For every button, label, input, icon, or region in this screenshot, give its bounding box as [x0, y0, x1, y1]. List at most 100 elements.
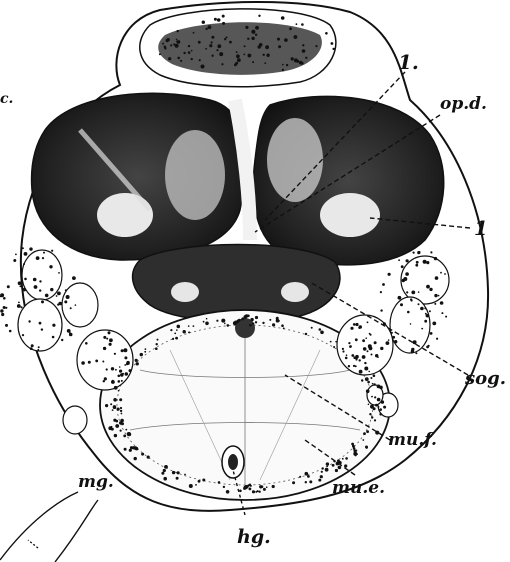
- stipple-dot: [49, 265, 52, 268]
- stipple-dot: [104, 377, 107, 380]
- stipple-dot: [283, 327, 285, 329]
- stipple-dot: [28, 320, 30, 322]
- stipple-dot: [281, 16, 285, 20]
- stipple-dot: [418, 303, 420, 305]
- stipple-dot: [105, 404, 108, 407]
- stipple-dot: [305, 57, 307, 59]
- stipple-dot: [265, 45, 269, 49]
- stipple-dot: [264, 62, 266, 64]
- stipple-dot: [294, 35, 298, 39]
- stipple-dot: [216, 320, 218, 322]
- stipple-dot: [262, 322, 264, 324]
- stipple-dot: [69, 333, 73, 337]
- stipple-dot: [383, 406, 386, 409]
- stipple-dot: [441, 312, 443, 314]
- stipple-dot: [379, 408, 382, 411]
- stipple-dot: [111, 367, 114, 370]
- stipple-dot: [348, 365, 350, 367]
- stipple-dot: [366, 430, 369, 433]
- stipple-dot: [189, 484, 193, 488]
- stipple-dot: [18, 302, 20, 304]
- stipple-dot: [284, 38, 288, 42]
- stipple-dot: [114, 353, 116, 355]
- stipple-dot: [50, 288, 53, 291]
- stipple-dot: [263, 488, 266, 491]
- stipple-dot: [3, 297, 6, 300]
- stipple-dot: [302, 44, 304, 46]
- stipple-dot: [277, 317, 279, 319]
- stipple-dot: [255, 321, 257, 323]
- stipple-dot: [113, 398, 117, 402]
- stipple-dot: [251, 30, 255, 34]
- stipple-dot: [252, 490, 255, 493]
- stipple-dot: [168, 57, 171, 60]
- stipple-dot: [372, 383, 374, 385]
- stipple-dot: [23, 263, 25, 265]
- stipple-dot: [201, 65, 205, 69]
- stipple-dot: [272, 485, 275, 488]
- stipple-dot: [22, 247, 24, 249]
- stipple-dot: [66, 295, 70, 299]
- stipple-dot: [188, 325, 190, 327]
- stipple-dot: [355, 338, 358, 341]
- stipple-dot: [369, 347, 373, 351]
- stipple-dot: [170, 44, 172, 46]
- stipple-dot: [113, 419, 116, 422]
- stipple-dot: [188, 45, 190, 47]
- stipple-dot: [379, 413, 382, 416]
- stipple-dot: [426, 346, 429, 349]
- stipple-dot: [378, 399, 380, 401]
- stipple-dot: [42, 257, 44, 259]
- stipple-dot: [45, 294, 49, 298]
- stipple-dot: [224, 323, 226, 325]
- stipple-dot: [426, 261, 429, 264]
- stipple-dot: [141, 453, 144, 456]
- stipple-dot: [296, 60, 299, 63]
- stipple-dot: [415, 264, 418, 267]
- stipple-dot: [245, 314, 248, 317]
- stipple-dot: [145, 348, 147, 350]
- stipple-dot: [368, 404, 370, 406]
- stipple-dot: [277, 38, 280, 41]
- stipple-dot: [103, 336, 106, 339]
- stipple-dot: [123, 348, 127, 352]
- stipple-dot: [272, 323, 275, 326]
- stipple-dot: [0, 309, 3, 312]
- stipple-dot: [216, 49, 218, 51]
- stipple-dot: [250, 485, 252, 487]
- stipple-dot: [371, 416, 373, 418]
- stipple-dot: [311, 327, 313, 329]
- stipple-dot: [418, 291, 420, 293]
- stipple-dot: [355, 454, 357, 456]
- stipple-dot: [52, 324, 55, 327]
- stipple-dot: [157, 339, 159, 341]
- stipple-dot: [221, 63, 223, 65]
- stipple-dot: [445, 316, 447, 318]
- stipple-dot: [364, 362, 366, 364]
- stipple-dot: [243, 54, 245, 56]
- stipple-dot: [174, 333, 176, 335]
- label-hg: hg.: [237, 528, 271, 547]
- stipple-dot: [434, 257, 437, 260]
- stipple-dot: [198, 480, 201, 483]
- stipple-dot: [205, 322, 209, 326]
- stipple-dot: [155, 347, 158, 350]
- stipple-dot: [406, 259, 409, 262]
- stipple-dot: [338, 466, 342, 470]
- stipple-dot: [199, 59, 201, 61]
- stipple-dot: [132, 446, 135, 449]
- stipple-dot: [365, 337, 367, 339]
- stipple-dot: [321, 471, 323, 473]
- stipple-dot: [163, 477, 167, 481]
- stipple-dot: [299, 476, 301, 478]
- stipple-dot: [217, 44, 221, 48]
- stipple-dot: [370, 405, 374, 409]
- label-mg: mg.: [78, 474, 114, 491]
- stipple-dot: [218, 481, 221, 484]
- stipple-dot: [208, 25, 212, 29]
- stipple-dot: [56, 295, 58, 297]
- stipple-dot: [17, 304, 21, 308]
- stipple-dot: [15, 254, 17, 256]
- stipple-dot: [140, 353, 143, 356]
- stipple-dot: [322, 467, 324, 469]
